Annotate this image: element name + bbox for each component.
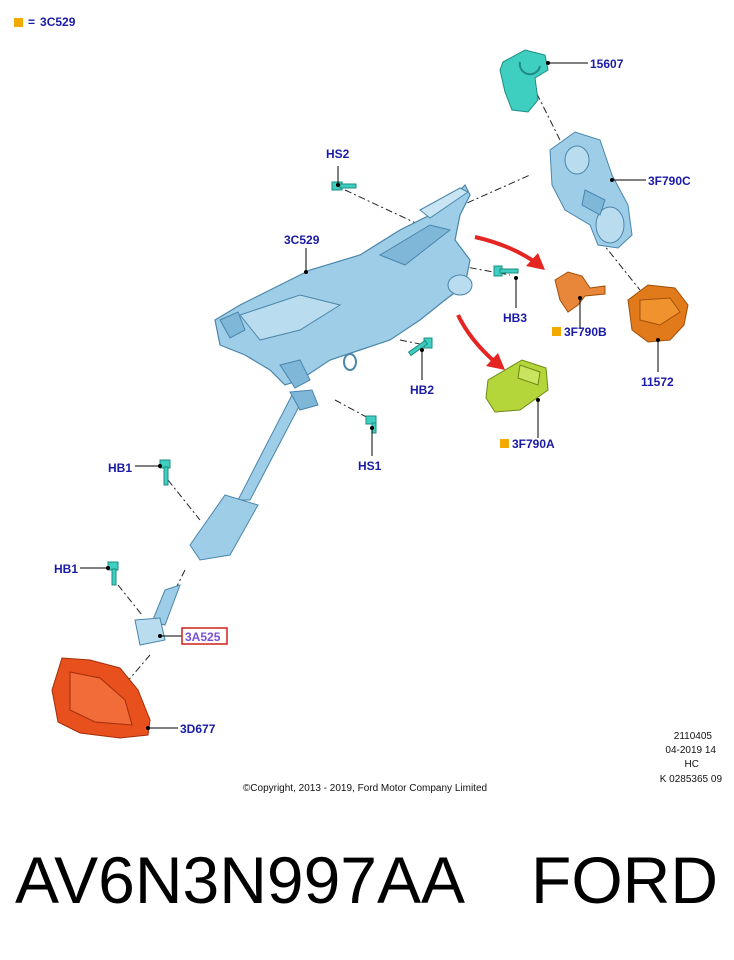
part-3F790C-lock-housing	[549, 131, 633, 249]
column-shaft	[189, 389, 319, 561]
meta-line-1: 2110405	[674, 731, 713, 742]
note-square-3F790B	[552, 327, 561, 336]
meta-line-2: 04-2019 14	[665, 745, 716, 756]
label-3C529: 3C529	[284, 233, 320, 247]
part-3F790A-module	[485, 359, 549, 413]
copyright-text: ©Copyright, 2013 - 2019, Ford Motor Comp…	[243, 783, 487, 794]
bolt-hb1-lower	[107, 561, 119, 586]
footer-brand: FORD	[531, 843, 718, 917]
meta-line-4: K 0285365 09	[660, 774, 723, 785]
bolt-hb2	[407, 337, 433, 357]
legend: = 3C529	[14, 14, 75, 30]
label-3A525: 3A525	[185, 630, 221, 644]
direction-arrows	[456, 235, 545, 370]
legend-equals: =	[28, 15, 36, 29]
bolt-hs2	[331, 181, 357, 191]
label-15607: 15607	[590, 57, 624, 71]
part-3A525-intermediate-shaft	[134, 584, 181, 646]
label-3F790B: 3F790B	[564, 325, 607, 339]
meta-line-3: HC	[685, 759, 699, 770]
part-3F790B-bracket	[554, 271, 606, 313]
label-3D677: 3D677	[180, 722, 216, 736]
footer-part-number: AV6N3N997AA	[15, 843, 466, 917]
leader-lines	[80, 61, 660, 730]
part-15607-bracket	[499, 49, 549, 113]
part-3D677-boot	[51, 657, 151, 739]
label-3F790A: 3F790A	[512, 437, 555, 451]
label-HS2: HS2	[326, 147, 350, 161]
part-11572-switch	[627, 284, 689, 343]
bolt-hs1	[365, 415, 377, 434]
part-3C529-column-body	[214, 183, 473, 389]
label-HB3: HB3	[503, 311, 527, 325]
bolt-hb3	[493, 265, 519, 277]
highlight-box-3A525	[181, 627, 228, 645]
label-HB2: HB2	[410, 383, 434, 397]
legend-part-number: 3C529	[40, 15, 76, 29]
bolt-hb1-upper	[159, 459, 171, 486]
label-3F790C: 3F790C	[648, 174, 691, 188]
legend-swatch	[14, 17, 23, 27]
label-HS1: HS1	[358, 459, 382, 473]
note-square-3F790A	[500, 439, 509, 448]
label-11572: 11572	[641, 375, 674, 389]
label-HB1-lower: HB1	[54, 562, 78, 576]
label-HB1-upper: HB1	[108, 461, 132, 475]
drawing-metadata: 2110405 04-2019 14 HC K 0285365 09 ©Copy…	[243, 731, 723, 794]
callout-labels: 15607 3F790C HS2 3C529 HB3 3F790B 11572 …	[54, 57, 691, 736]
